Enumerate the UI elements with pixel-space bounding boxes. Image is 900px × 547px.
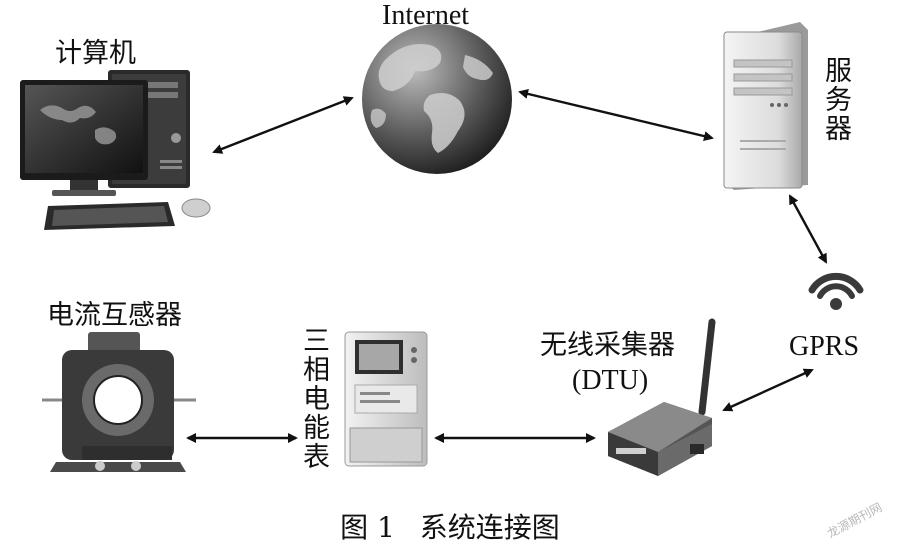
wireless-signal-icon [808, 272, 864, 310]
figure-caption: 图 1 系统连接图 [0, 506, 900, 546]
energy-meter-label: 三相电能表 [298, 326, 329, 471]
dtu-label-line1: 无线采集器 [540, 330, 675, 361]
arrow-computer-internet [212, 96, 354, 154]
computer-icon [20, 70, 211, 230]
server-label: 服务器 [820, 56, 851, 143]
internet-label: Internet [382, 0, 470, 31]
computer-label: 计算机 [55, 38, 136, 69]
current-transformer-icon [42, 332, 196, 472]
arrow-internet-server [518, 89, 714, 141]
arrow-gprs-dtu [722, 368, 814, 412]
current-transformer-label: 电流互感器 [47, 300, 182, 331]
energy-meter-icon [344, 331, 428, 467]
server-icon [723, 22, 808, 190]
figure-number: 图 1 [340, 511, 395, 544]
connection-arrows [186, 89, 828, 443]
gprs-label: GPRS [789, 331, 860, 362]
arrow-server-gprs [788, 194, 828, 264]
dtu-device-icon [608, 318, 716, 476]
figure-title: 系统连接图 [419, 511, 560, 544]
globe-icon [362, 24, 512, 174]
dtu-label-line2: (DTU) [572, 365, 649, 396]
